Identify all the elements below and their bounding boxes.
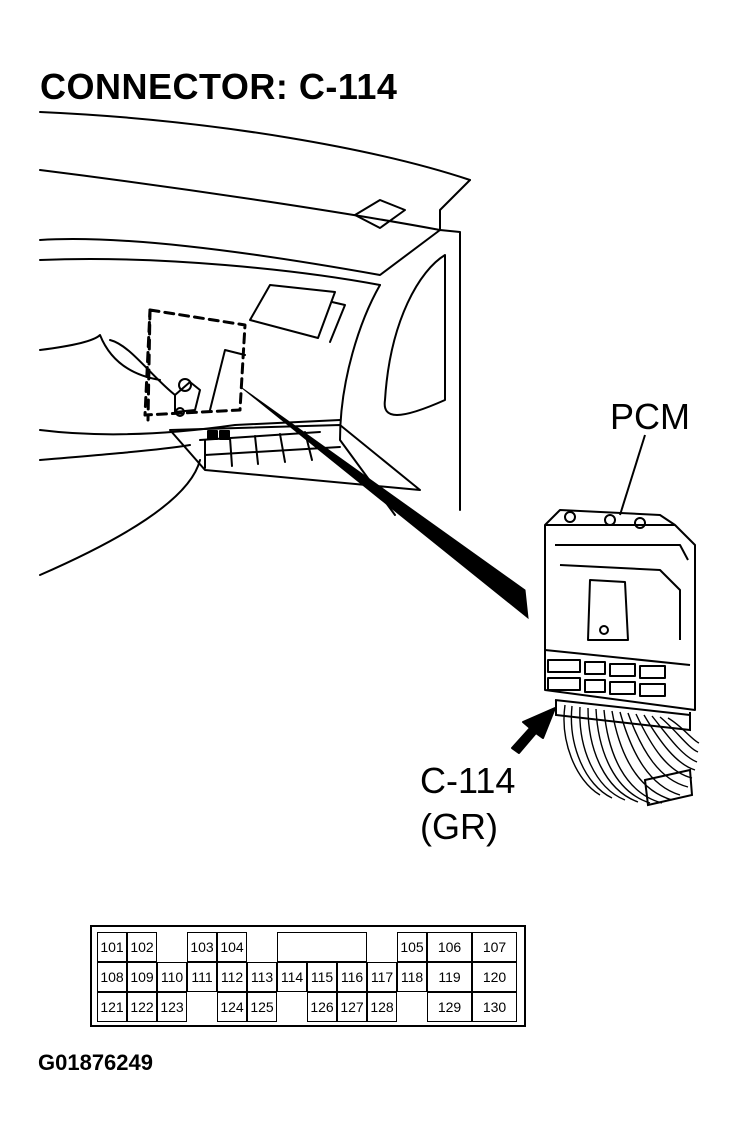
- wire-harness: [555, 700, 700, 807]
- connector-arrow: [511, 707, 556, 754]
- pin-cell-126: 126: [307, 992, 337, 1022]
- pin-cell-114: 114: [277, 962, 307, 992]
- pin-cell-113: 113: [247, 962, 277, 992]
- pin-cell-124: 124: [217, 992, 247, 1022]
- pcm-leader-line: [619, 434, 646, 516]
- pin-cell-125: 125: [247, 992, 277, 1022]
- pin-cell-122: 122: [127, 992, 157, 1022]
- pin-cell-119: 119: [427, 962, 472, 992]
- dash-top-edge: [39, 169, 441, 231]
- empty-pin-slot: [277, 992, 307, 1022]
- pin-cell-120: 120: [472, 962, 517, 992]
- figure-id: G01876249: [38, 1050, 153, 1075]
- pcm-location-outline: [143, 308, 247, 417]
- pin-cell-123: 123: [157, 992, 187, 1022]
- empty-pin-slot: [157, 932, 187, 962]
- pin-cell-121: 121: [97, 992, 127, 1022]
- pin-cell-104: 104: [217, 932, 247, 962]
- pin-cell-129: 129: [427, 992, 472, 1022]
- pin-cell-112: 112: [217, 962, 247, 992]
- dash-panel: [39, 229, 461, 511]
- windshield-edge: [39, 111, 471, 181]
- pin-cell-116: 116: [337, 962, 367, 992]
- pin-cell-130: 130: [472, 992, 517, 1022]
- pin-cell-109: 109: [127, 962, 157, 992]
- pin-cell-110: 110: [157, 962, 187, 992]
- pin-cell-117: 117: [367, 962, 397, 992]
- pin-cell-106: 106: [427, 932, 472, 962]
- door-trim: [339, 284, 396, 516]
- connector-color-label: (GR): [420, 806, 498, 847]
- defrost-vent: [354, 199, 406, 229]
- pcm-label: PCM: [610, 396, 690, 437]
- pcm-module: [544, 509, 696, 716]
- pin-cell-127: 127: [337, 992, 367, 1022]
- pin-cell-115: 115: [307, 962, 337, 992]
- pin-cell-103: 103: [187, 932, 217, 962]
- fuse-connector-bank: [169, 424, 421, 491]
- pin-cell-118: 118: [397, 962, 427, 992]
- pin-cell-101: 101: [97, 932, 127, 962]
- empty-pin-slot: [247, 932, 277, 962]
- empty-pin-slot: [397, 992, 427, 1022]
- glovebox-opening: [249, 284, 336, 339]
- pin-cell-108: 108: [97, 962, 127, 992]
- leader-wedge: [241, 387, 529, 620]
- pin-cell-107: 107: [472, 932, 517, 962]
- connector-key-block: [277, 932, 367, 962]
- pin-cell-128: 128: [367, 992, 397, 1022]
- connector-label: C-114: [420, 760, 516, 801]
- pin-cell-105: 105: [397, 932, 427, 962]
- pin-cell-102: 102: [127, 932, 157, 962]
- pin-cell-111: 111: [187, 962, 217, 992]
- empty-pin-slot: [187, 992, 217, 1022]
- diagram-title: CONNECTOR: C-114: [40, 66, 398, 107]
- empty-pin-slot: [367, 932, 397, 962]
